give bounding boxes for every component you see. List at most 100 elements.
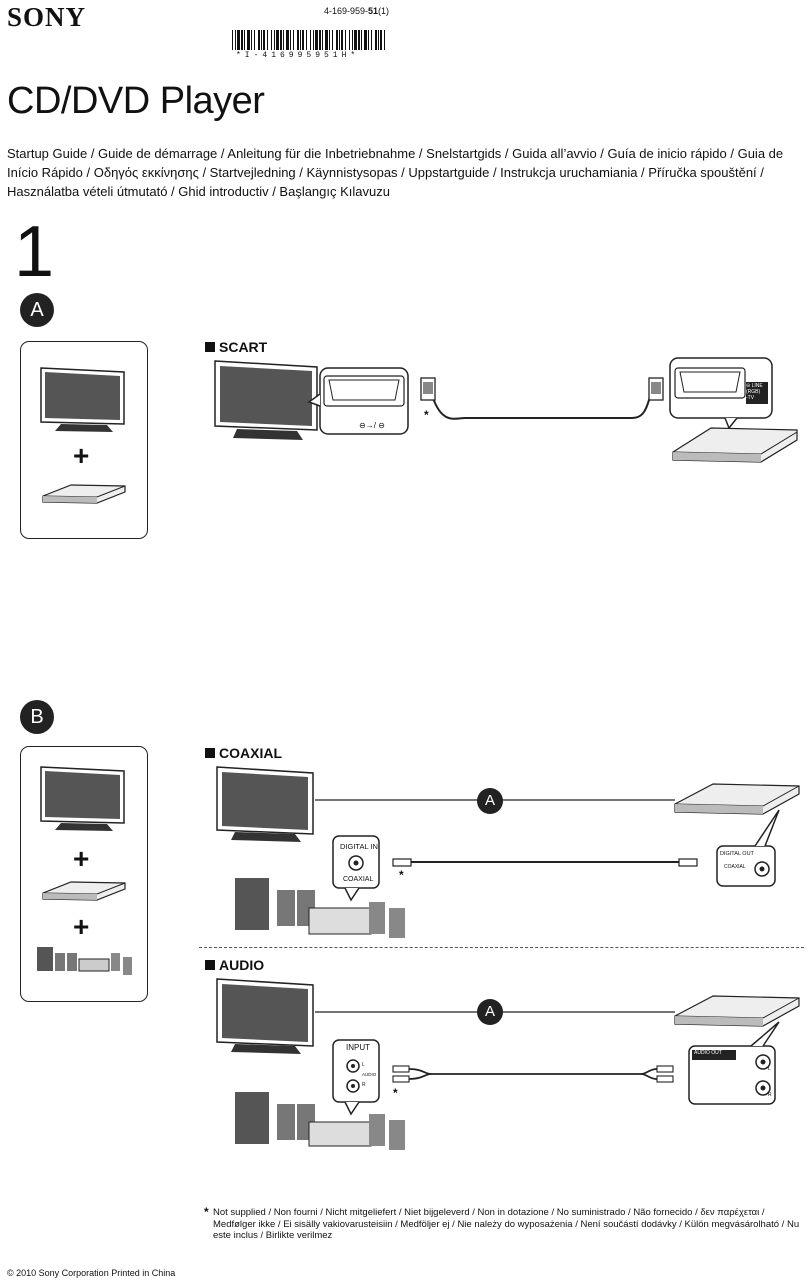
barcode-bar bbox=[258, 30, 260, 50]
player-jack-label-line2: (RGB) bbox=[746, 389, 761, 395]
scart-heading: SCART bbox=[205, 339, 267, 355]
barcode-bar bbox=[378, 30, 379, 50]
tv-icon bbox=[40, 367, 125, 432]
barcode-bar bbox=[315, 30, 318, 50]
barcode-bar bbox=[302, 30, 304, 50]
barcode-bar bbox=[235, 30, 236, 50]
coaxial-cable bbox=[392, 858, 698, 867]
sony-logo: SONY bbox=[7, 2, 87, 32]
barcode-bar bbox=[276, 30, 279, 50]
not-supplied-asterisk: * bbox=[399, 868, 404, 882]
barcode-graphic bbox=[232, 30, 385, 50]
barcode-bar bbox=[244, 30, 245, 50]
part-number-prefix: 4-169-959- bbox=[324, 6, 369, 16]
barcode-bar bbox=[254, 30, 255, 50]
barcode-bar bbox=[261, 30, 262, 50]
barcode-bar bbox=[280, 30, 282, 50]
audio-input-r-label: R bbox=[362, 1082, 366, 1088]
section-a-device-panel: + bbox=[20, 341, 148, 539]
audio-out-l-label: L bbox=[768, 1066, 771, 1072]
dvd-player-icon bbox=[672, 427, 798, 463]
barcode-bar bbox=[313, 30, 314, 50]
barcode-bar bbox=[286, 30, 289, 50]
not-supplied-asterisk: * bbox=[393, 1086, 398, 1100]
barcode-bar bbox=[364, 30, 367, 50]
barcode-bar bbox=[297, 30, 299, 50]
coaxial-heading: COAXIAL bbox=[205, 745, 282, 761]
audio-route-badge: A bbox=[477, 999, 503, 1025]
plus-sign: + bbox=[73, 440, 90, 471]
scart-cable bbox=[420, 377, 664, 420]
av-receiver-system-icon bbox=[235, 1092, 405, 1150]
tv-scart-jack-label: ⊖→/ ⊖ bbox=[359, 421, 385, 430]
barcode-bar bbox=[322, 30, 323, 50]
scart-heading-text: SCART bbox=[219, 339, 268, 355]
barcode-bar bbox=[247, 30, 250, 50]
audio-heading: AUDIO bbox=[205, 957, 264, 973]
dvd-player-icon bbox=[674, 783, 800, 815]
player-scart-jack-label: ⊖ LINE(RGB)-TV bbox=[746, 383, 763, 401]
audio-input-l-label: L bbox=[362, 1062, 365, 1068]
digital-out-coaxial-label: COAXIAL bbox=[724, 864, 746, 870]
barcode-bar bbox=[241, 30, 243, 50]
digital-in-coaxial-label: COAXIAL bbox=[343, 876, 374, 883]
barcode-bar bbox=[358, 30, 360, 50]
barcode-bar bbox=[300, 30, 301, 50]
dvd-player-icon bbox=[674, 995, 800, 1027]
digital-out-label: DIGITAL OUT bbox=[720, 851, 754, 857]
barcode-bar bbox=[283, 30, 284, 50]
barcode-bar bbox=[336, 30, 338, 50]
receiver-digital-in-callout bbox=[332, 835, 380, 902]
audio-rca-cable bbox=[392, 1065, 674, 1083]
section-divider bbox=[199, 947, 804, 948]
audio-out-r-label: R bbox=[768, 1092, 772, 1098]
barcode-bar bbox=[325, 30, 328, 50]
barcode-bar bbox=[237, 30, 240, 50]
barcode-bar bbox=[293, 30, 294, 50]
barcode-bar bbox=[263, 30, 265, 50]
barcode-bar bbox=[354, 30, 357, 50]
av-receiver-system-icon bbox=[37, 947, 132, 975]
player-jack-label-line1: ⊖ LINE bbox=[746, 383, 763, 389]
audio-input-label: INPUT bbox=[346, 1043, 370, 1052]
player-audio-out-callout bbox=[688, 1021, 780, 1105]
square-bullet-icon bbox=[205, 342, 215, 352]
receiver-audio-input-callout bbox=[332, 1039, 380, 1116]
section-a-panel-illustrations bbox=[40, 367, 126, 504]
tv-icon bbox=[214, 360, 318, 440]
not-supplied-asterisk: * bbox=[424, 408, 429, 422]
barcode-bar bbox=[371, 30, 372, 50]
barcode-bar bbox=[352, 30, 353, 50]
barcode-bar bbox=[251, 30, 252, 50]
barcode-text: *I-416995951H* bbox=[236, 51, 360, 60]
player-jack-label-line3: -TV bbox=[746, 395, 755, 401]
barcode-bar bbox=[349, 30, 350, 50]
barcode-bar bbox=[274, 30, 275, 50]
barcode-bar bbox=[341, 30, 343, 50]
footnote-marker: * bbox=[204, 1205, 209, 1219]
barcode-bar bbox=[310, 30, 311, 50]
plus-sign: + bbox=[73, 911, 90, 942]
tv-icon bbox=[216, 766, 314, 842]
barcode-bar bbox=[332, 30, 333, 50]
coaxial-route-badge: A bbox=[477, 788, 503, 814]
barcode-bar bbox=[329, 30, 330, 50]
scart-connection-diagram bbox=[214, 357, 798, 463]
document-title: CD/DVD Player bbox=[7, 80, 265, 122]
barcode-bar bbox=[384, 30, 385, 50]
barcode-bar bbox=[361, 30, 362, 50]
barcode-bar bbox=[271, 30, 272, 50]
square-bullet-icon bbox=[205, 748, 215, 758]
section-b-badge: B bbox=[20, 700, 54, 734]
tv-icon bbox=[216, 978, 314, 1054]
player-scart-callout bbox=[669, 357, 773, 430]
part-number: 4-169-959-51(1) bbox=[324, 6, 389, 16]
part-number-bold: 51 bbox=[368, 6, 379, 16]
av-receiver-system-icon bbox=[235, 878, 405, 938]
square-bullet-icon bbox=[205, 960, 215, 970]
tv-icon bbox=[40, 766, 125, 831]
audio-out-label: AUDIO OUT bbox=[694, 1050, 722, 1056]
section-a-badge: A bbox=[20, 293, 54, 327]
coaxial-connection-diagram bbox=[216, 766, 800, 938]
audio-input-audio-label: AUDIO bbox=[362, 1072, 377, 1077]
